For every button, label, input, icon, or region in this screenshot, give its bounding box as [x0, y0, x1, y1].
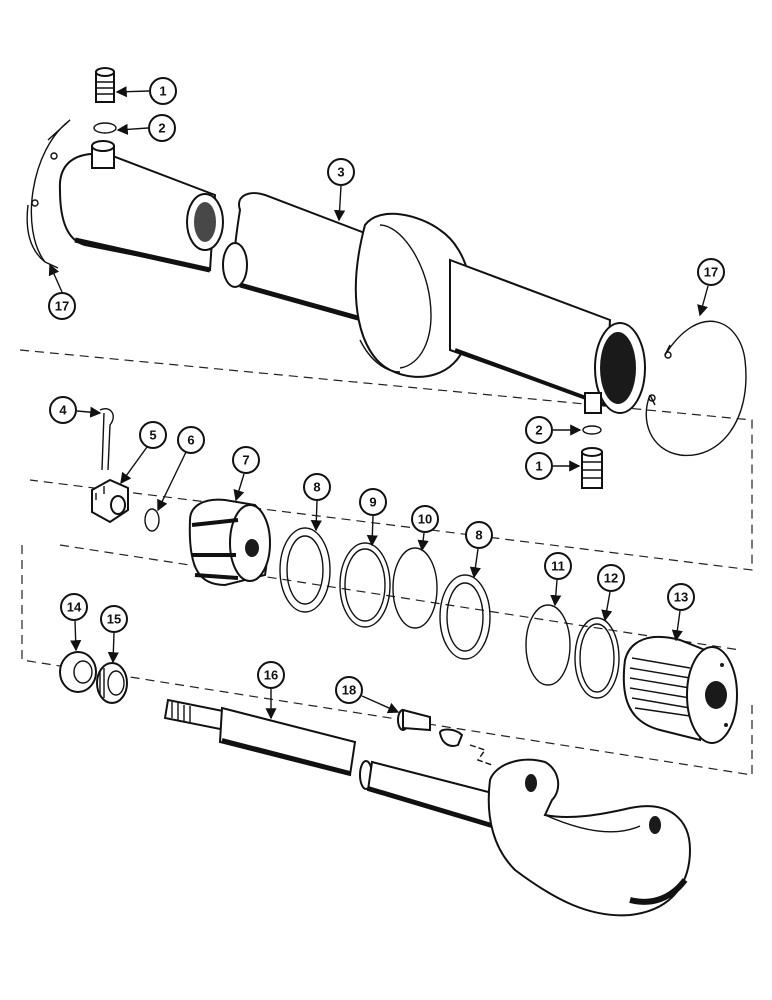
- assembly-guide-lines: [19, 349, 753, 776]
- svg-text:8: 8: [313, 480, 320, 495]
- svg-text:1: 1: [159, 84, 166, 99]
- bushing-15: [96, 662, 128, 704]
- seal-ring-10: [392, 547, 438, 629]
- callout-1-lower: 1: [525, 452, 553, 480]
- cotter-pin: [99, 408, 114, 471]
- svg-text:14: 14: [67, 600, 82, 615]
- svg-text:16: 16: [264, 668, 278, 683]
- svg-text:7: 7: [242, 453, 249, 468]
- svg-text:13: 13: [674, 590, 688, 605]
- seal-ring-8-a: [279, 527, 331, 613]
- pin-18: [397, 708, 493, 766]
- svg-text:15: 15: [107, 612, 121, 627]
- svg-text:12: 12: [604, 571, 618, 586]
- callout-2-lower: 2: [525, 416, 553, 444]
- callout-7: 7: [232, 446, 260, 474]
- piston-rod: [163, 698, 502, 830]
- svg-text:9: 9: [369, 495, 376, 510]
- callouts: 1 2 3 17 17 2 1: [48, 77, 725, 720]
- wiper-14: [59, 651, 97, 693]
- callout-8-b: 8: [465, 521, 493, 549]
- svg-text:17: 17: [55, 299, 69, 314]
- piston: [188, 498, 271, 587]
- callout-2-top: 2: [148, 114, 176, 142]
- svg-text:3: 3: [337, 165, 344, 180]
- callout-17-right: 17: [697, 258, 725, 286]
- callout-1-top: 1: [149, 77, 177, 105]
- callout-8-a: 8: [303, 473, 331, 501]
- callout-9: 9: [359, 488, 387, 516]
- seal-ring-11: [525, 604, 571, 686]
- svg-text:11: 11: [551, 559, 565, 574]
- fitting-top: [95, 67, 115, 103]
- svg-text:5: 5: [149, 428, 156, 443]
- callout-13: 13: [667, 583, 695, 611]
- svg-text:6: 6: [187, 433, 194, 448]
- rod-clevis-end: [487, 758, 692, 917]
- fitting-lower: [581, 447, 603, 489]
- o-ring-top: [93, 122, 117, 134]
- cylinder-barrel-end: [58, 140, 224, 273]
- o-ring-small: [144, 508, 160, 532]
- callout-3: 3: [327, 158, 355, 186]
- svg-text:17: 17: [704, 265, 718, 280]
- svg-text:8: 8: [475, 528, 482, 543]
- callout-5: 5: [139, 421, 167, 449]
- callout-10: 10: [411, 505, 439, 533]
- callout-17-left: 17: [48, 292, 76, 320]
- svg-text:2: 2: [158, 121, 165, 136]
- seal-ring-9: [339, 542, 391, 628]
- callout-16: 16: [257, 661, 285, 689]
- seal-ring-8-b: [439, 574, 491, 660]
- callout-4: 4: [49, 396, 77, 424]
- castle-nut: [91, 478, 129, 524]
- cylinder-barrel-main: [222, 192, 646, 414]
- o-ring-lower: [582, 425, 602, 435]
- svg-text:2: 2: [535, 423, 542, 438]
- callout-6: 6: [177, 426, 205, 454]
- svg-text:10: 10: [418, 512, 432, 527]
- svg-text:4: 4: [59, 403, 67, 418]
- callout-12: 12: [597, 564, 625, 592]
- svg-text:1: 1: [535, 459, 542, 474]
- callout-15: 15: [100, 605, 128, 633]
- callout-14: 14: [60, 593, 88, 621]
- seal-ring-12: [574, 617, 620, 699]
- svg-text:18: 18: [342, 683, 356, 698]
- callout-11: 11: [544, 552, 572, 580]
- gland-assembly: [622, 635, 738, 744]
- callout-18: 18: [335, 676, 363, 704]
- snap-ring-right: [645, 320, 747, 457]
